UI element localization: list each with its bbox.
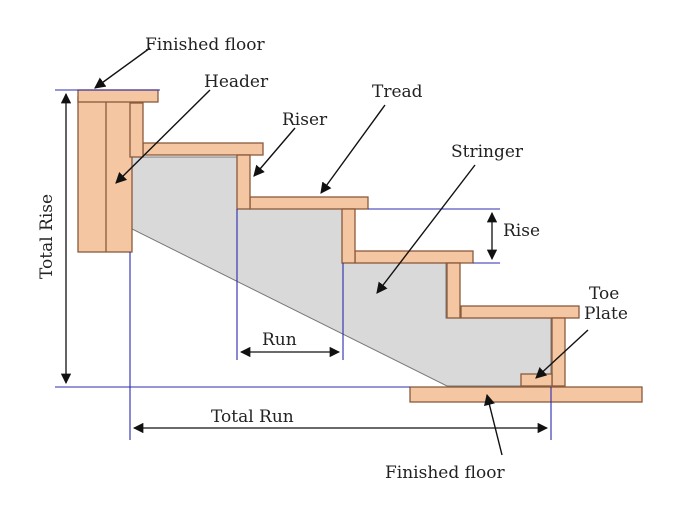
- top-floor-board: [77, 89, 159, 103]
- leader-lines: [94, 47, 589, 456]
- label-run: Run: [262, 330, 297, 350]
- leader-riser: [253, 127, 296, 177]
- tread-1: [142, 142, 264, 156]
- stringer-body: [129, 156, 552, 387]
- riser-5: [551, 317, 566, 387]
- label-riser: Riser: [282, 110, 328, 130]
- leader-header: [115, 89, 211, 184]
- leader-toe-plate: [535, 329, 589, 379]
- label-tread: Tread: [372, 82, 423, 102]
- label-stringer: Stringer: [451, 142, 524, 162]
- label-toe-plate-line2: Plate: [584, 304, 628, 324]
- label-total-rise: Total Rise: [37, 194, 57, 279]
- riser-2: [236, 154, 251, 210]
- tread-4: [460, 305, 580, 319]
- riser-1: [129, 102, 144, 158]
- leader-finished-floor-top: [94, 47, 151, 89]
- leader-stringer: [376, 164, 476, 294]
- dimension-lines: [55, 89, 552, 440]
- label-finished-floor-top: Finished floor: [145, 35, 265, 55]
- leader-tread: [320, 104, 386, 194]
- label-total-run: Total Run: [211, 407, 294, 427]
- label-rise: Rise: [503, 221, 540, 241]
- riser-3: [341, 208, 356, 264]
- label-header: Header: [204, 72, 269, 92]
- toe-plate: [520, 373, 553, 387]
- bottom-floor-board: [409, 386, 643, 403]
- tread-3: [354, 250, 474, 264]
- dimension-arrows: [60, 92, 549, 434]
- tread-2: [249, 196, 369, 210]
- riser-4: [446, 262, 461, 319]
- leader-finished-floor-bottom: [484, 393, 503, 456]
- label-toe-plate-line1: Toe: [589, 284, 619, 304]
- label-finished-floor-bottom: Finished floor: [385, 463, 505, 483]
